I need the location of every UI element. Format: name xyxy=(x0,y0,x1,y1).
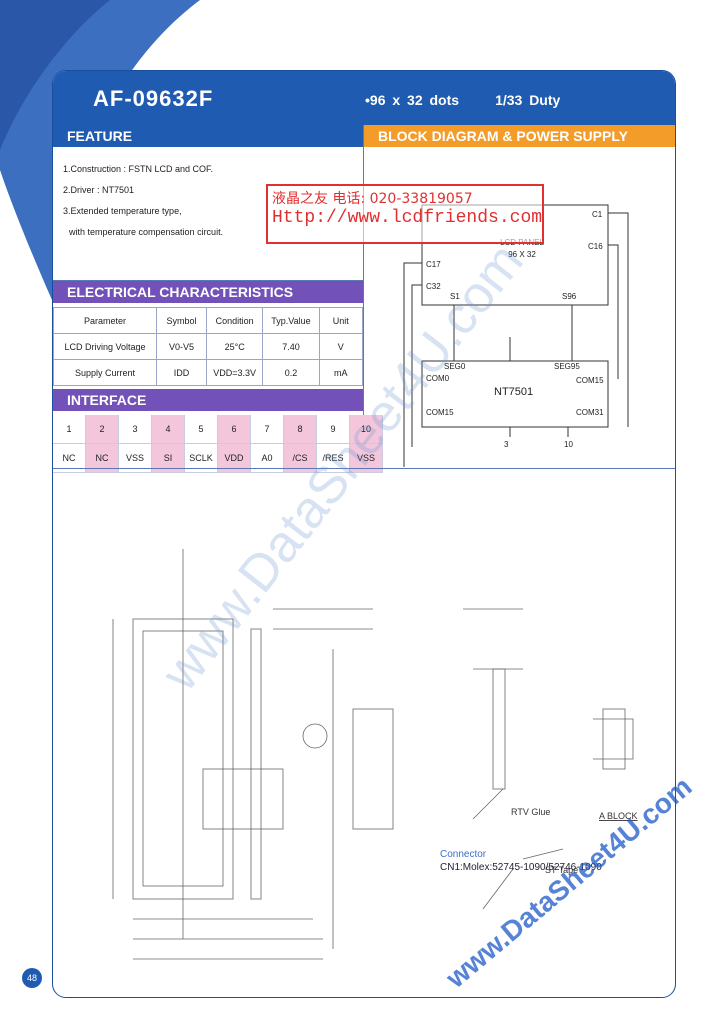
column-divider xyxy=(363,125,364,469)
watermark-contact: 液晶之友 电话: 020-33819057 xyxy=(272,191,473,207)
title-bar: AF-09632F •96 x 32 dots 1/33 Duty xyxy=(53,71,675,125)
com31-label: COM31 xyxy=(576,408,604,417)
pin-signal: VSS xyxy=(349,443,383,473)
table-header: Unit xyxy=(318,307,364,334)
pin-number: 7 xyxy=(250,415,284,444)
table-header: Condition xyxy=(205,307,264,334)
feature-line: 3.Extended temperature type, xyxy=(63,206,182,216)
pin3-label: 3 xyxy=(504,440,509,449)
pin-number: 3 xyxy=(118,415,152,444)
electrical-heading: ELECTRICAL CHARACTERISTICS xyxy=(53,281,363,303)
table-cell: 7.40 xyxy=(262,333,320,360)
table-row: LCD Driving Voltage V0-V5 25°C 7.40 V xyxy=(53,333,364,360)
table-cell: 0.2 xyxy=(262,359,320,386)
pin-number: 5 xyxy=(184,415,218,444)
com15-label: COM15 xyxy=(576,376,604,385)
com15-label: COM15 xyxy=(426,408,454,417)
table-header: Typ.Value xyxy=(262,307,320,334)
c32-label: C32 xyxy=(426,282,441,291)
pin-number: 6 xyxy=(217,415,251,444)
c1-label: C1 xyxy=(592,210,603,219)
seg95-label: SEG95 xyxy=(554,362,580,371)
lcdfriends-watermark: 液晶之友 电话: 020-33819057 Http://www.lcdfrie… xyxy=(266,184,544,244)
table-cell: LCD Driving Voltage xyxy=(53,333,158,360)
feature-line: 2.Driver : NT7501 xyxy=(63,185,135,195)
connector-title: Connector xyxy=(440,849,487,860)
feature-heading: FEATURE xyxy=(53,125,363,147)
com0-label: COM0 xyxy=(426,374,450,383)
table-cell: V0-V5 xyxy=(156,333,207,360)
s1-label: S1 xyxy=(450,292,460,301)
feature-line: with temperature compensation circuit. xyxy=(69,227,224,237)
connector-part: CN1:Molex:52745-1090/52746-1090 xyxy=(440,862,602,873)
feature-list: 1.Construction : FSTN LCD and COF. 2.Dri… xyxy=(63,159,223,243)
table-header-row: Parameter Symbol Condition Typ.Value Uni… xyxy=(53,307,364,334)
dots-spec: •96 x 32 dots xyxy=(365,92,460,108)
seg0-label: SEG0 xyxy=(444,362,466,371)
table-cell: mA xyxy=(318,359,364,386)
pin10-label: 10 xyxy=(564,440,573,449)
divider xyxy=(53,468,675,469)
c16-label: C16 xyxy=(588,242,603,251)
a-block-label: A BLOCK xyxy=(599,811,638,821)
pin-number: 4 xyxy=(151,415,185,444)
table-header: Symbol xyxy=(156,307,207,334)
divider xyxy=(53,280,363,281)
page-number: 48 xyxy=(22,968,42,988)
rtv-glue-label: RTV Glue xyxy=(511,807,550,817)
table-cell: VDD=3.3V xyxy=(205,359,264,386)
pin-number: 9 xyxy=(316,415,350,444)
table-cell: 25°C xyxy=(205,333,264,360)
electrical-table: Parameter Symbol Condition Typ.Value Uni… xyxy=(53,307,364,386)
duty-spec: 1/33 Duty xyxy=(495,92,561,108)
table-cell: V xyxy=(318,333,364,360)
feature-line: 1.Construction : FSTN LCD and COF. xyxy=(63,164,214,174)
pin-row: 1 2 3 4 5 6 7 8 9 10 xyxy=(53,415,383,444)
table-cell: Supply Current xyxy=(53,359,158,386)
block-diagram-heading: BLOCK DIAGRAM & POWER SUPPLY xyxy=(364,125,675,147)
table-row: Supply Current IDD VDD=3.3V 0.2 mA xyxy=(53,359,364,386)
model-title: AF-09632F xyxy=(93,86,214,111)
s96-label: S96 xyxy=(562,292,577,301)
pin-number: 8 xyxy=(283,415,317,444)
driver-label: NT7501 xyxy=(494,386,533,398)
spec-line: •96 x 32 dots 1/33 Duty xyxy=(365,92,560,108)
table-cell: IDD xyxy=(156,359,207,386)
watermark-url: Http://www.lcdfriends.com xyxy=(272,208,543,228)
table-header: Parameter xyxy=(53,307,158,334)
pin-number: 10 xyxy=(349,415,383,444)
interface-heading: INTERFACE xyxy=(53,389,363,411)
connector-info: Connector CN1:Molex:52745-1090/52746-109… xyxy=(440,848,602,874)
lcd-panel-size: 96 X 32 xyxy=(508,250,536,259)
pin-number: 1 xyxy=(53,415,86,444)
st-tape-label: ST Tape xyxy=(545,865,578,875)
c17-label: C17 xyxy=(426,260,441,269)
mechanical-drawing: RTV Glue A BLOCK ST Tape xyxy=(112,549,638,960)
pin-number: 2 xyxy=(85,415,119,444)
